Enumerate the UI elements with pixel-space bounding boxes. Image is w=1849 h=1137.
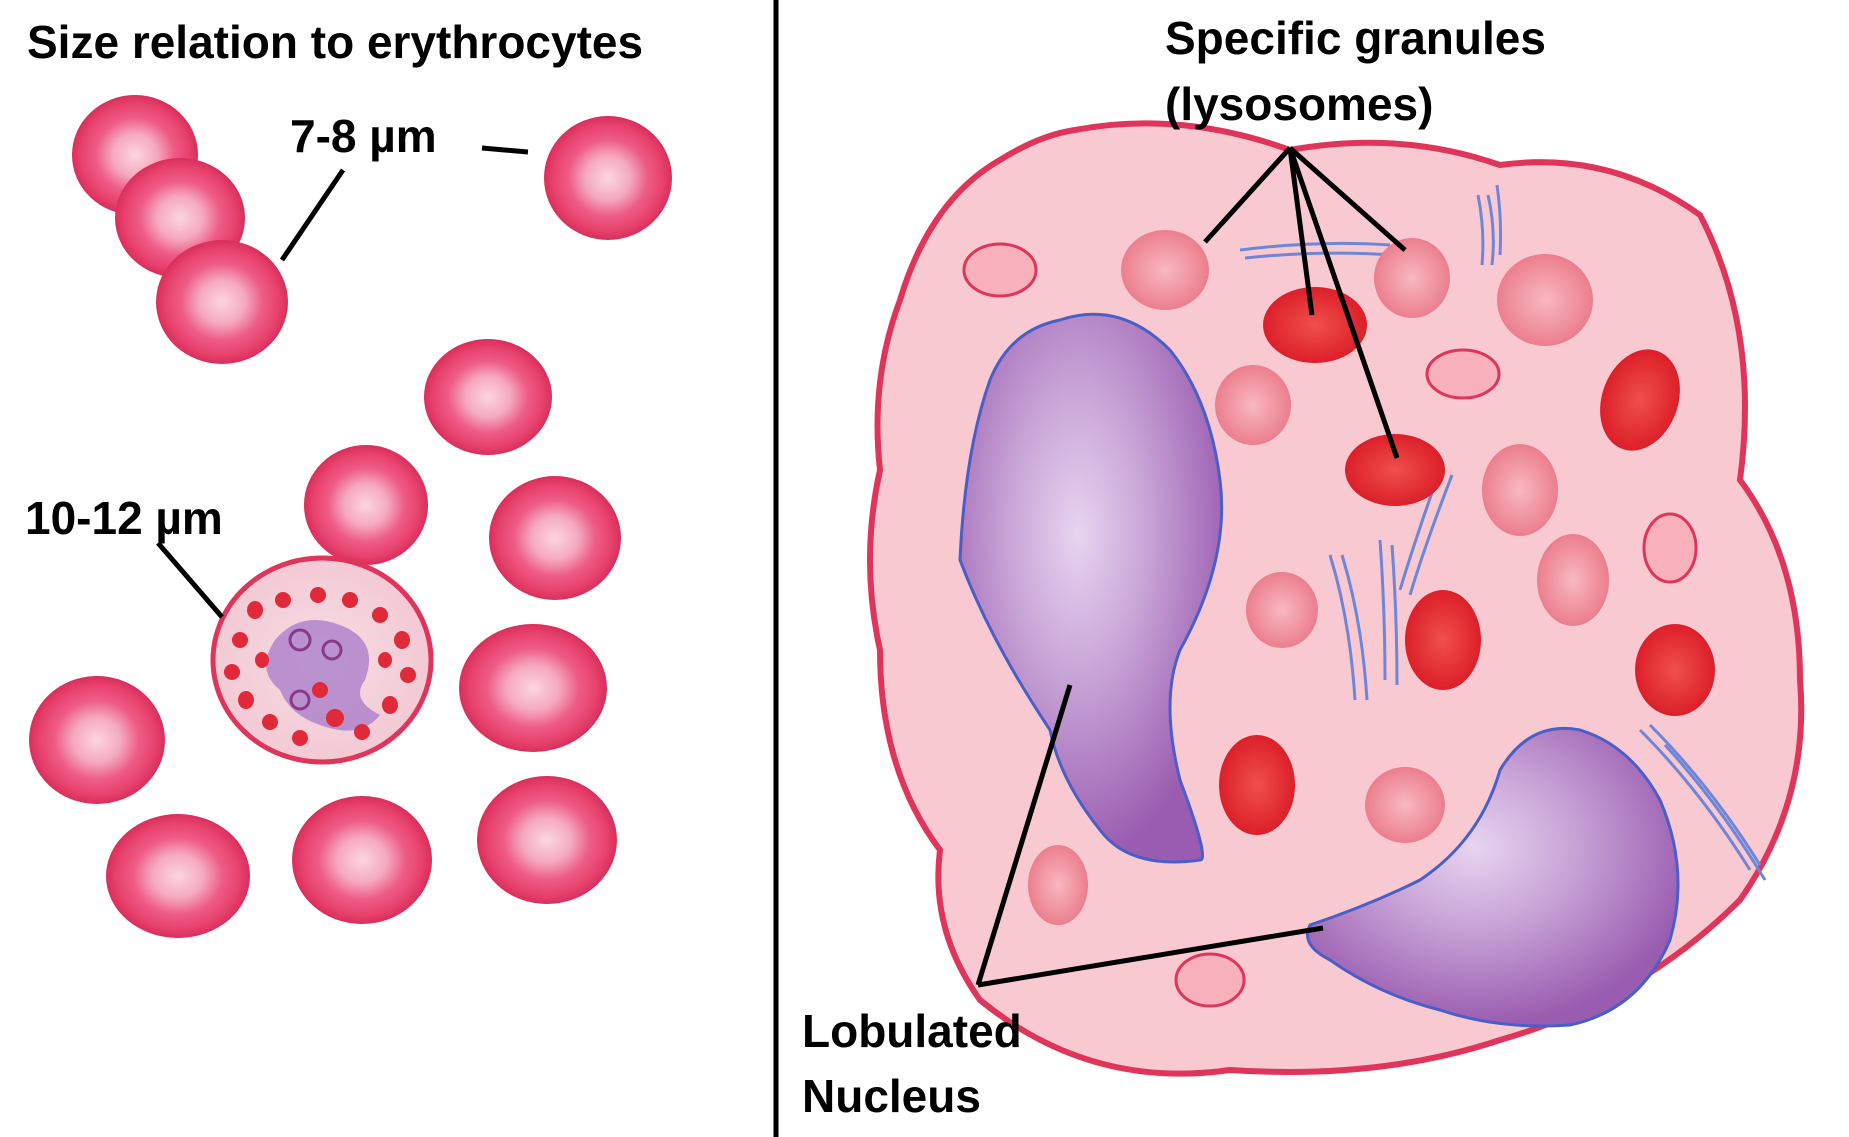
nucleus-label-line2: Nucleus [802,1070,981,1122]
nucleus-lobe [1306,726,1680,1028]
nucleus-label-line1: Lobulated [802,1005,1022,1057]
rbc-size-leader [279,168,346,262]
granules-label-line1: Specific granules [1165,12,1546,64]
small-eosinophil [210,555,434,765]
specific-granules-light [1028,230,1609,925]
right-panel [867,120,1805,1077]
nucleus-lobe [958,312,1224,864]
erythrocyte [477,776,617,904]
erythrocyte-stack [72,95,288,364]
rbc-size-leader [481,145,529,155]
erythrocyte [489,476,621,600]
erythrocyte [459,624,607,752]
granules-label-line2: (lysosomes) [1165,78,1434,130]
erythrocyte [544,116,672,240]
erythrocyte [29,676,165,804]
erythrocyte [292,796,432,924]
endoplasmic-reticulum [1239,184,1767,881]
erythrocyte [424,339,552,455]
mitochondria [962,242,1698,1008]
cell-size-leader [156,541,224,619]
erythrocyte [106,814,250,938]
specific-granules-dark [1219,287,1715,835]
cell-size-label: 10-12 µm [25,492,223,544]
left-panel [29,95,672,938]
erythrocyte [304,445,428,565]
nucleus-leader-lines [975,684,1324,988]
left-panel-title: Size relation to erythrocytes [27,16,644,68]
granule-leader-lines [1203,146,1407,459]
rbc-size-label: 7-8 µm [290,110,437,162]
